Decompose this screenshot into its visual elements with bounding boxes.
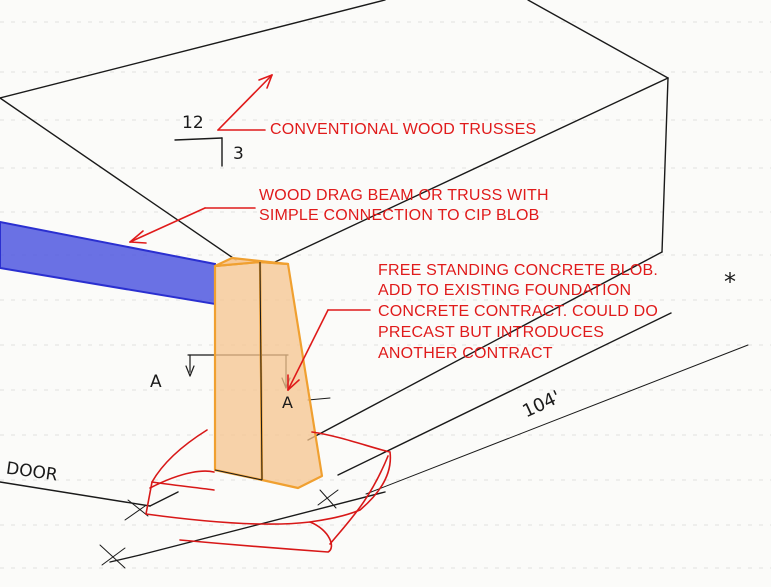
blob-pencil-edges — [214, 261, 263, 481]
pitch-rise-label: 12 — [182, 113, 204, 133]
drag-beam-note-line-2: SIMPLE CONNECTION TO CIP BLOB — [259, 207, 540, 224]
paper-grid — [0, 21, 771, 569]
footing-outline — [145, 429, 392, 553]
trusses-note: CONVENTIONAL WOOD TRUSSES — [270, 121, 537, 138]
section-label-left: A — [150, 372, 162, 392]
drag-beam-note-line-1: WOOD DRAG BEAM OR TRUSS WITH — [259, 187, 549, 204]
blob-note-line-5: ANOTHER CONTRACT — [378, 345, 553, 362]
blob-note-line-3: CONCRETE CONTRACT. COULD DO — [378, 303, 659, 320]
pitch-run-label: 3 — [233, 144, 244, 164]
section-label-right: A — [282, 393, 293, 412]
blob-note-line-4: PRECAST BUT INTRODUCES — [378, 324, 605, 341]
concrete-blob — [213, 256, 324, 490]
star-mark: * — [724, 268, 736, 296]
blob-note-line-1: FREE STANDING CONCRETE BLOB. — [378, 262, 659, 279]
building-outline — [0, 0, 749, 569]
blob-note-line-2: ADD TO EXISTING FOUNDATION — [378, 282, 632, 299]
drag-beam — [0, 220, 216, 306]
annotation-arrows — [129, 74, 371, 391]
